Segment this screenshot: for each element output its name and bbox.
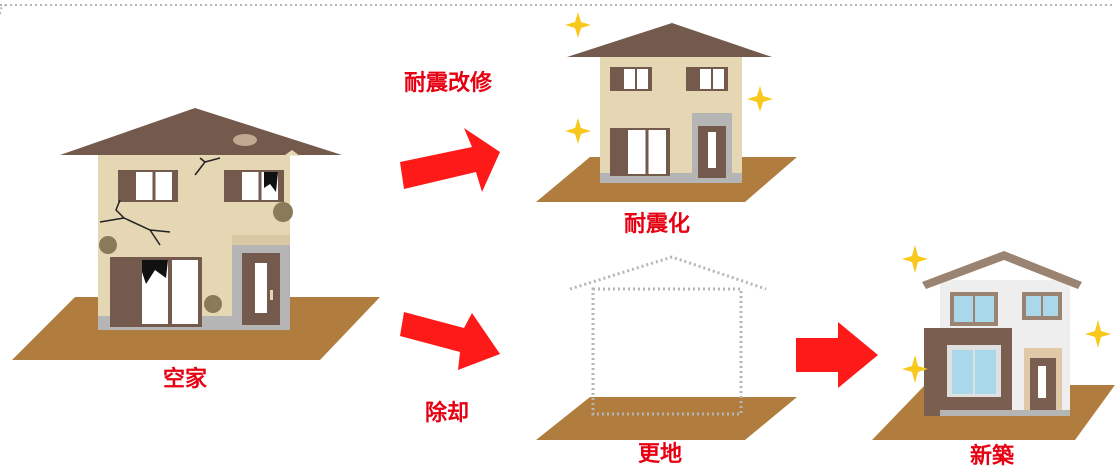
wall-stain (273, 202, 293, 222)
stage-label-new-build: 新築 (970, 444, 1015, 469)
arrow-right-icon (796, 322, 878, 388)
house-base (600, 173, 742, 183)
wall-crack (99, 157, 221, 246)
house-roof (922, 251, 1082, 289)
demolished-outline (591, 287, 743, 416)
sparkle-icon (747, 86, 773, 112)
house-base (940, 410, 1070, 416)
new-house-icon (872, 251, 1115, 440)
stage-label-retrofitted: 耐震化 (624, 212, 691, 237)
arrow-right-icon (400, 128, 500, 192)
stage-label-vacant: 空家 (163, 367, 208, 392)
ground-plot (536, 397, 797, 440)
demolished-outline (569, 255, 767, 291)
corner-dotted-border (0, 4, 9, 15)
retrofitted-house-icon (536, 23, 797, 202)
damaged-house-icon (12, 108, 380, 360)
stage-label-cleared: 更地 (638, 442, 683, 467)
roof-damage (233, 134, 257, 146)
sparkle-icon (902, 245, 928, 273)
sparkle-icon (1085, 320, 1111, 348)
arrow-right-icon (400, 312, 500, 370)
sparkle-icon (565, 12, 591, 38)
broken-glass-lower (142, 260, 168, 284)
house-roof (60, 108, 342, 155)
sparkle-icon (902, 355, 928, 383)
broken-glass (264, 172, 278, 192)
house-roof (567, 23, 772, 57)
roof-crack (285, 150, 300, 156)
wall-stain (204, 295, 222, 313)
action-label-retrofit: 耐震改修 (404, 71, 493, 96)
vacant-lot-icon (536, 255, 797, 440)
action-label-demolish: 除却 (425, 401, 470, 426)
wall-stain (99, 236, 117, 254)
sparkle-icon (565, 118, 591, 144)
